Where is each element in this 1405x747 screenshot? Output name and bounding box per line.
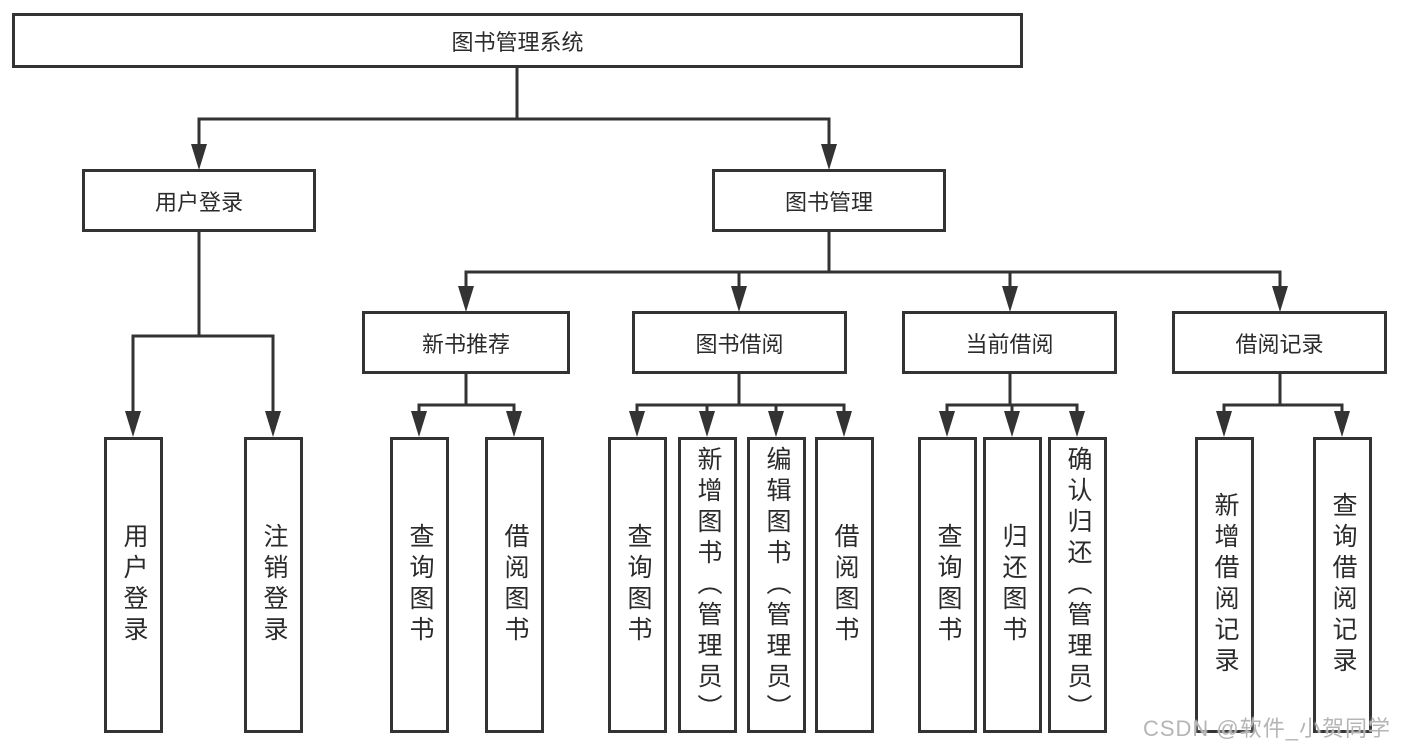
leaf-confirm-return-admin-label: 确认归还（管理员） <box>1064 445 1092 725</box>
leaf-query-books-a-label: 查询图书 <box>406 523 434 647</box>
leaf-borrow-books-a: 借阅图书 <box>485 437 544 733</box>
node-root-label: 图书管理系统 <box>451 29 584 55</box>
leaf-user-login-label: 用户登录 <box>120 523 148 647</box>
leaf-logout-label: 注销登录 <box>260 523 288 647</box>
csdn-watermark: CSDN @软件_小贺同学 <box>1142 716 1391 741</box>
leaf-add-borrow-record: 新增借阅记录 <box>1195 437 1254 733</box>
node-book-borrowing: 图书借阅 <box>632 311 847 374</box>
leaf-edit-book-admin: 编辑图书（管理员） <box>747 437 806 733</box>
leaf-query-borrow-record: 查询借阅记录 <box>1313 437 1372 733</box>
leaf-borrow-books-b-label: 借阅图书 <box>831 523 859 647</box>
leaf-add-book-admin-label: 新增图书（管理员） <box>694 445 722 725</box>
leaf-query-books-b: 查询图书 <box>608 437 667 733</box>
node-user-login: 用户登录 <box>82 169 316 232</box>
leaf-return-books: 归还图书 <box>983 437 1042 733</box>
leaf-return-books-label: 归还图书 <box>999 523 1027 647</box>
leaf-user-login: 用户登录 <box>104 437 163 733</box>
node-book-borrowing-label: 图书借阅 <box>695 331 784 357</box>
leaf-borrow-books-b: 借阅图书 <box>815 437 874 733</box>
leaf-query-books-b-label: 查询图书 <box>624 523 652 647</box>
node-user-login-label: 用户登录 <box>154 189 243 215</box>
node-new-book-recommendation: 新书推荐 <box>362 311 570 374</box>
node-current-borrowing-label: 当前借阅 <box>965 331 1054 357</box>
node-new-book-recommendation-label: 新书推荐 <box>421 331 510 357</box>
node-current-borrowing: 当前借阅 <box>902 311 1117 374</box>
leaf-borrow-books-a-label: 借阅图书 <box>501 523 529 647</box>
node-book-management-label: 图书管理 <box>784 189 873 215</box>
leaf-add-book-admin: 新增图书（管理员） <box>678 437 737 733</box>
arrowheads <box>125 144 1350 437</box>
leaf-add-borrow-record-label: 新增借阅记录 <box>1211 492 1239 678</box>
node-root: 图书管理系统 <box>12 13 1023 68</box>
leaf-query-borrow-record-label: 查询借阅记录 <box>1329 492 1357 678</box>
leaf-query-books-a: 查询图书 <box>390 437 449 733</box>
node-book-management: 图书管理 <box>712 169 946 232</box>
leaf-query-books-c-label: 查询图书 <box>934 523 962 647</box>
leaf-edit-book-admin-label: 编辑图书（管理员） <box>763 445 791 725</box>
node-borrowing-records: 借阅记录 <box>1172 311 1387 374</box>
node-borrowing-records-label: 借阅记录 <box>1235 331 1324 357</box>
leaf-logout: 注销登录 <box>244 437 303 733</box>
leaf-confirm-return-admin: 确认归还（管理员） <box>1048 437 1107 733</box>
leaf-query-books-c: 查询图书 <box>918 437 977 733</box>
